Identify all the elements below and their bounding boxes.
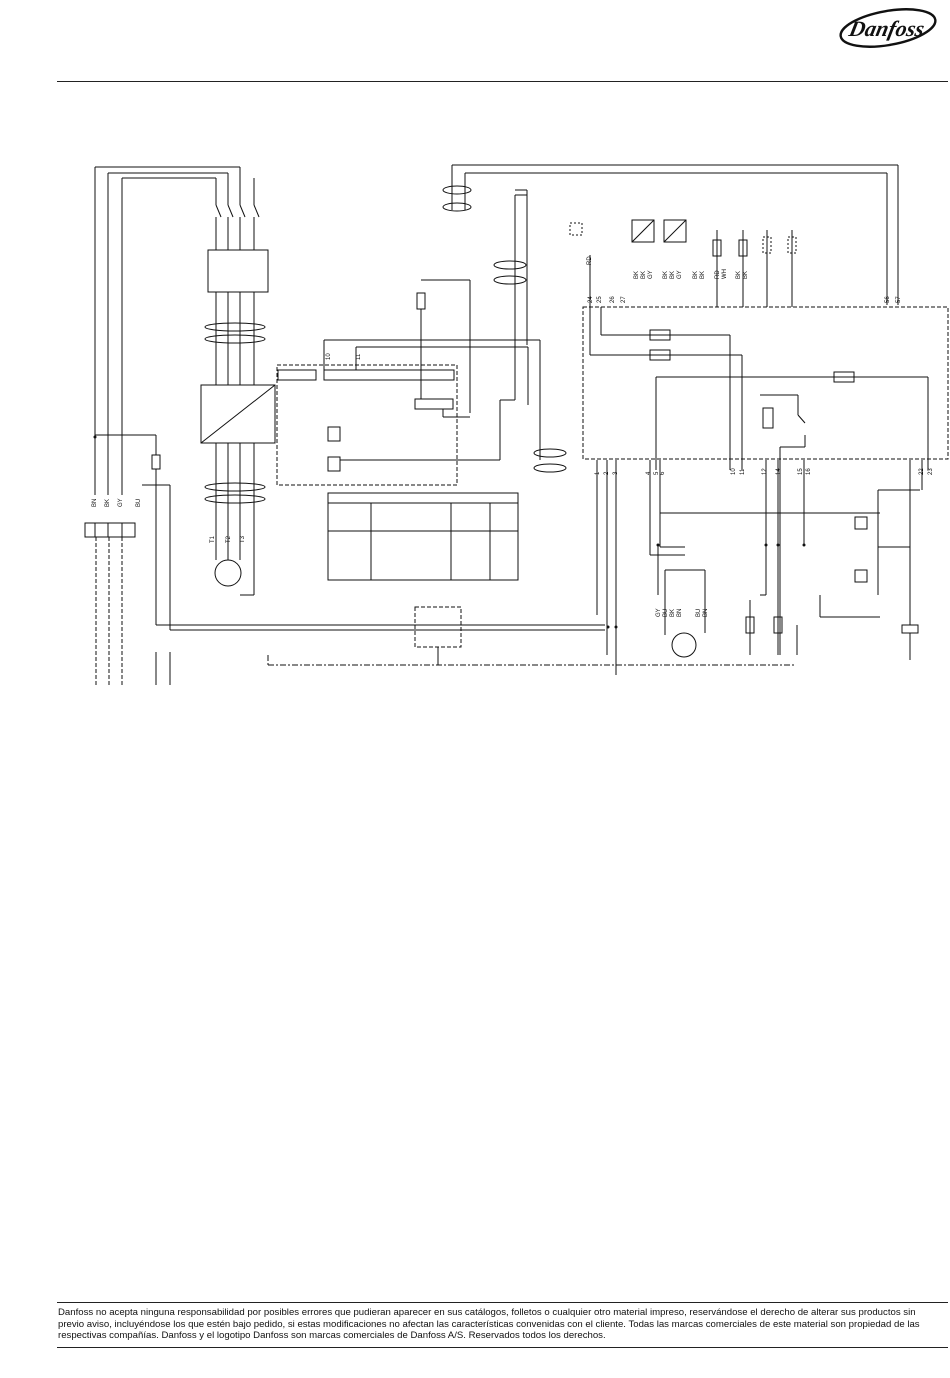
fan-wire-1: GY: [656, 608, 662, 617]
relay-wire-1: BK: [634, 271, 640, 279]
wire-label-bn: BN: [92, 499, 98, 507]
fan-wire-5: BU: [696, 609, 702, 617]
footer-rule-top: [57, 1302, 948, 1303]
relay-wire-7: BK: [693, 271, 699, 279]
io-terminal-10: 10: [326, 353, 332, 360]
terminal-bottom-22: 22: [919, 468, 925, 475]
phase-label-t1: T1: [210, 535, 216, 543]
wire-label-gy: GY: [118, 498, 124, 507]
relay-wire-6: GY: [677, 270, 683, 279]
fan-wire-4: BN: [677, 609, 683, 617]
terminal-bottom-5: 5: [654, 471, 660, 475]
relay-wire-9: RD: [715, 270, 721, 279]
phase-label-t3: T3: [240, 535, 246, 543]
terminal-bottom-1: 1: [595, 471, 601, 475]
terminal-bottom-2: 2: [604, 471, 610, 475]
logo-wordmark: Danfoss: [846, 16, 927, 41]
terminal-bottom-15: 15: [798, 468, 804, 475]
relay-wire-5: BK: [670, 271, 676, 279]
terminal-bottom-14: 14: [776, 468, 782, 475]
danfoss-logo: Danfoss: [839, 8, 937, 48]
wiring-diagram: BN BK GY BU T1 T2 T3 10 11 RD 24 25 26 2…: [84, 164, 949, 685]
io-terminal-11: 11: [356, 353, 362, 360]
relay-wire-4: BK: [663, 271, 669, 279]
relay-wire-2: BK: [641, 271, 647, 279]
terminal-bottom-3: 3: [613, 471, 619, 475]
fan-wire-6: BN: [703, 609, 709, 617]
terminal-bottom-11: 11: [740, 468, 746, 475]
terminal-bottom-23: 23: [928, 468, 934, 475]
terminal-top-57: 57: [896, 296, 902, 303]
terminal-top-24: 24: [588, 296, 594, 303]
relay-wire-8: BK: [700, 271, 706, 279]
sensor-wire-label: RD: [587, 256, 593, 265]
terminal-top-26: 26: [610, 296, 616, 303]
terminal-top-56: 56: [885, 296, 891, 303]
terminal-top-27: 27: [621, 296, 627, 303]
terminal-bottom-6: 6: [660, 471, 666, 475]
relay-wire-3: GY: [648, 270, 654, 279]
terminal-bottom-16: 16: [806, 468, 812, 475]
wire-label-bk: BK: [105, 499, 111, 507]
fan-wire-2: BU: [663, 609, 669, 617]
wire-label-bu: BU: [136, 499, 142, 507]
phase-label-t2: T2: [226, 535, 232, 543]
terminal-bottom-12: 12: [762, 468, 768, 475]
relay-wire-10: WH: [722, 269, 728, 279]
terminal-bottom-10: 10: [731, 468, 737, 475]
header-rule: [57, 81, 948, 82]
terminal-bottom-4: 4: [646, 471, 652, 475]
relay-wire-11: BK: [736, 271, 742, 279]
fan-wire-3: BK: [670, 609, 676, 617]
disclaimer-text: Danfoss no acepta ninguna responsabilida…: [58, 1307, 920, 1342]
relay-wire-12: BK: [743, 271, 749, 279]
footer-rule-bottom: [57, 1347, 948, 1348]
terminal-top-25: 25: [597, 296, 603, 303]
